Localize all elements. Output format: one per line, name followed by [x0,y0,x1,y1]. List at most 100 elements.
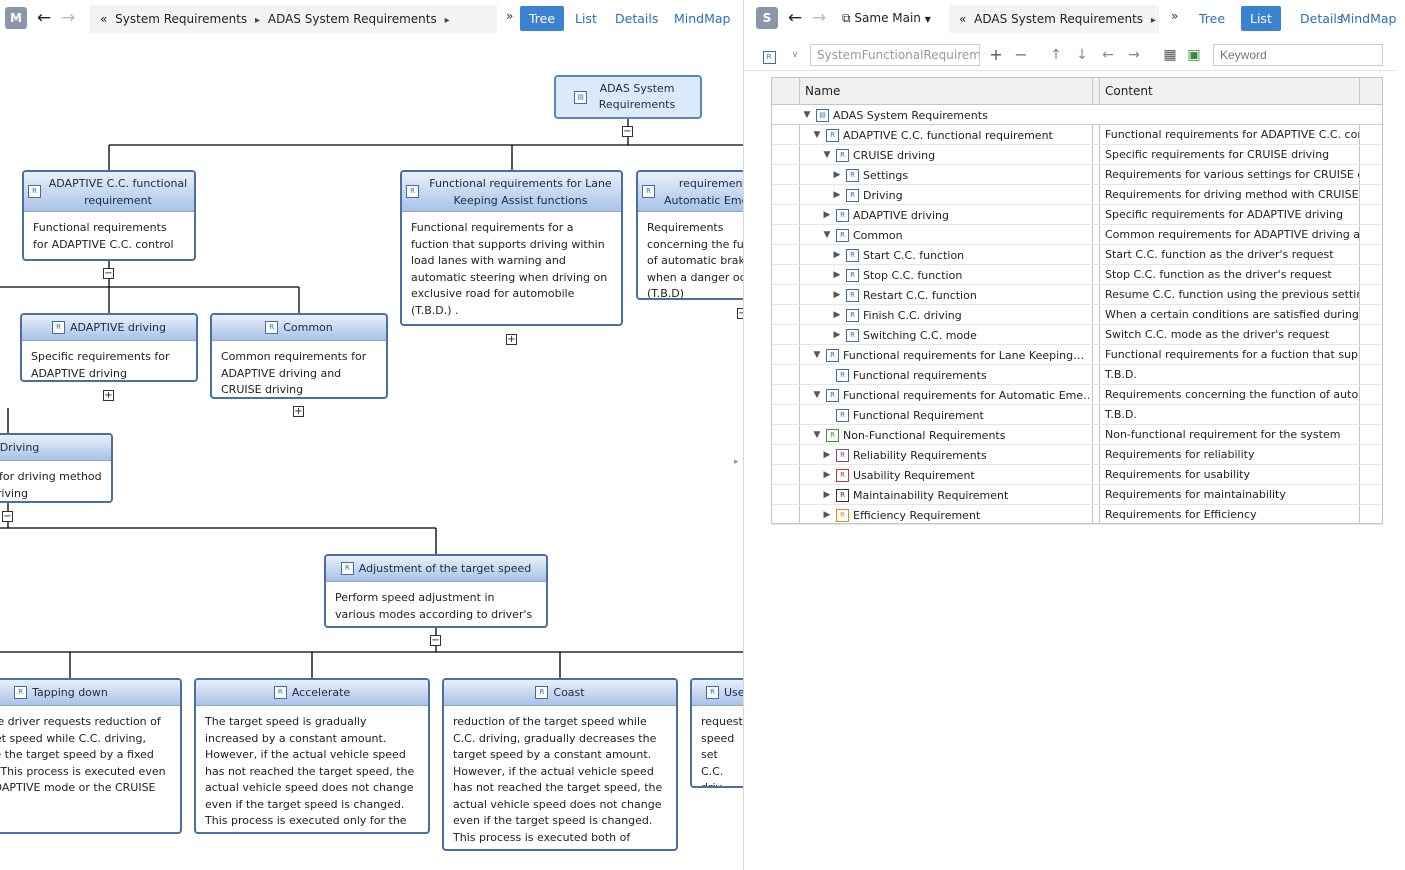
expanded-chevron-icon[interactable]: ▼ [813,430,821,440]
row-content-cell[interactable]: Requirements for various settings for CR… [1105,168,1359,181]
row-name-cell[interactable]: ▼▤ADAS System Requirements [802,105,1089,125]
workspace-avatar[interactable]: S [756,7,778,29]
collapsed-chevron-icon[interactable]: ▶ [823,510,831,520]
expanded-chevron-icon[interactable]: ▼ [813,130,821,140]
collapse-pane-handle[interactable]: ▸ [734,457,739,467]
collapsed-chevron-icon[interactable]: ▶ [833,290,841,300]
forward-arrow-icon[interactable]: → [60,8,76,28]
tab-list[interactable]: List [1241,6,1281,31]
collapsed-chevron-icon[interactable]: ▶ [823,450,831,460]
table-icon[interactable]: ▦ [1163,47,1177,63]
collapse-toggle[interactable]: − [2,511,13,522]
expanded-chevron-icon[interactable]: ▼ [823,230,831,240]
breadcrumb-item[interactable]: ADAS System Requirements [267,12,437,26]
row-content-cell[interactable]: When a certain conditions are satisfied … [1105,308,1359,321]
type-filter-input[interactable]: SystemFunctionalRequirement [810,44,980,66]
outdent-icon[interactable]: ← [1102,47,1114,63]
expanded-chevron-icon[interactable]: ▼ [803,110,811,120]
overflow-menu[interactable]: » [1171,9,1179,23]
row-content-cell[interactable]: Common requirements for ADAPTIVE driving… [1105,228,1359,241]
breadcrumb-back[interactable]: « [959,12,967,26]
chevron-down-icon[interactable]: ∨ [791,50,799,60]
collapsed-chevron-icon[interactable]: ▶ [833,170,841,180]
tab-details[interactable]: Details [1300,11,1344,26]
collapse-toggle[interactable]: − [622,126,633,137]
column-header-content[interactable]: Content [1105,84,1153,98]
collapsed-chevron-icon[interactable]: ▶ [833,250,841,260]
collapsed-chevron-icon[interactable]: ▶ [833,310,841,320]
expanded-chevron-icon[interactable]: ▼ [823,150,831,160]
row-content-cell[interactable]: Specific requirements for ADAPTIVE drivi… [1105,208,1344,221]
collapsed-chevron-icon[interactable]: ▶ [823,490,831,500]
move-down-icon[interactable]: ↓ [1076,47,1088,63]
collapsed-chevron-icon[interactable]: ▶ [833,190,841,200]
row-content-cell[interactable]: Requirements for reliability [1105,448,1255,461]
node-root[interactable]: ▤ ADAS System Requirements [554,75,702,119]
row-content-cell[interactable]: Requirements concerning the function of … [1105,388,1359,401]
row-content-cell[interactable]: Requirements for maintainability [1105,488,1286,501]
breadcrumb-item[interactable]: System Requirements [115,12,248,26]
expanded-chevron-icon[interactable]: ▼ [813,390,821,400]
collapsed-chevron-icon[interactable]: ▶ [823,210,831,220]
row-content-cell[interactable]: Switch C.C. mode as the driver's request [1105,328,1330,341]
collapsed-chevron-icon[interactable]: ▶ [823,470,831,480]
forward-arrow-icon[interactable]: → [811,8,827,28]
expand-toggle[interactable]: + [506,334,517,345]
row-content-cell[interactable]: Stop C.C. function as the driver's reque… [1105,268,1332,281]
grid-row[interactable]: ▼▤ADAS System Requirements [772,105,1382,125]
remove-icon[interactable]: − [1014,45,1028,64]
row-content-cell[interactable]: Non-functional requirement for the syste… [1105,428,1341,441]
tab-mindmap[interactable]: MindMap [1340,11,1397,26]
row-content-cell[interactable]: Functional requirements for a fuction th… [1105,348,1359,361]
scope-dropdown[interactable]: ⧉ Same Main ▼ [842,11,931,26]
row-content-cell[interactable]: Functional requirements for ADAPTIVE C.C… [1105,128,1359,141]
move-up-icon[interactable]: ↑ [1050,47,1062,63]
collapsed-chevron-icon[interactable]: ▶ [833,330,841,340]
row-content-cell[interactable]: Requirements for usability [1105,468,1251,481]
expand-toggle[interactable]: + [103,390,114,401]
workspace-avatar[interactable]: M [5,7,27,29]
row-content-cell[interactable]: T.B.D. [1105,408,1137,421]
row-content-cell[interactable]: Requirements for Efficiency [1105,508,1257,521]
collapse-toggle[interactable]: − [430,635,441,646]
collapse-toggle[interactable]: − [737,308,743,319]
breadcrumb-item[interactable]: ADAS System Requirements [974,12,1144,26]
tab-tree[interactable]: Tree [1199,11,1226,26]
tab-mindmap[interactable]: MindMap [674,11,731,26]
back-arrow-icon[interactable]: ← [36,8,52,28]
